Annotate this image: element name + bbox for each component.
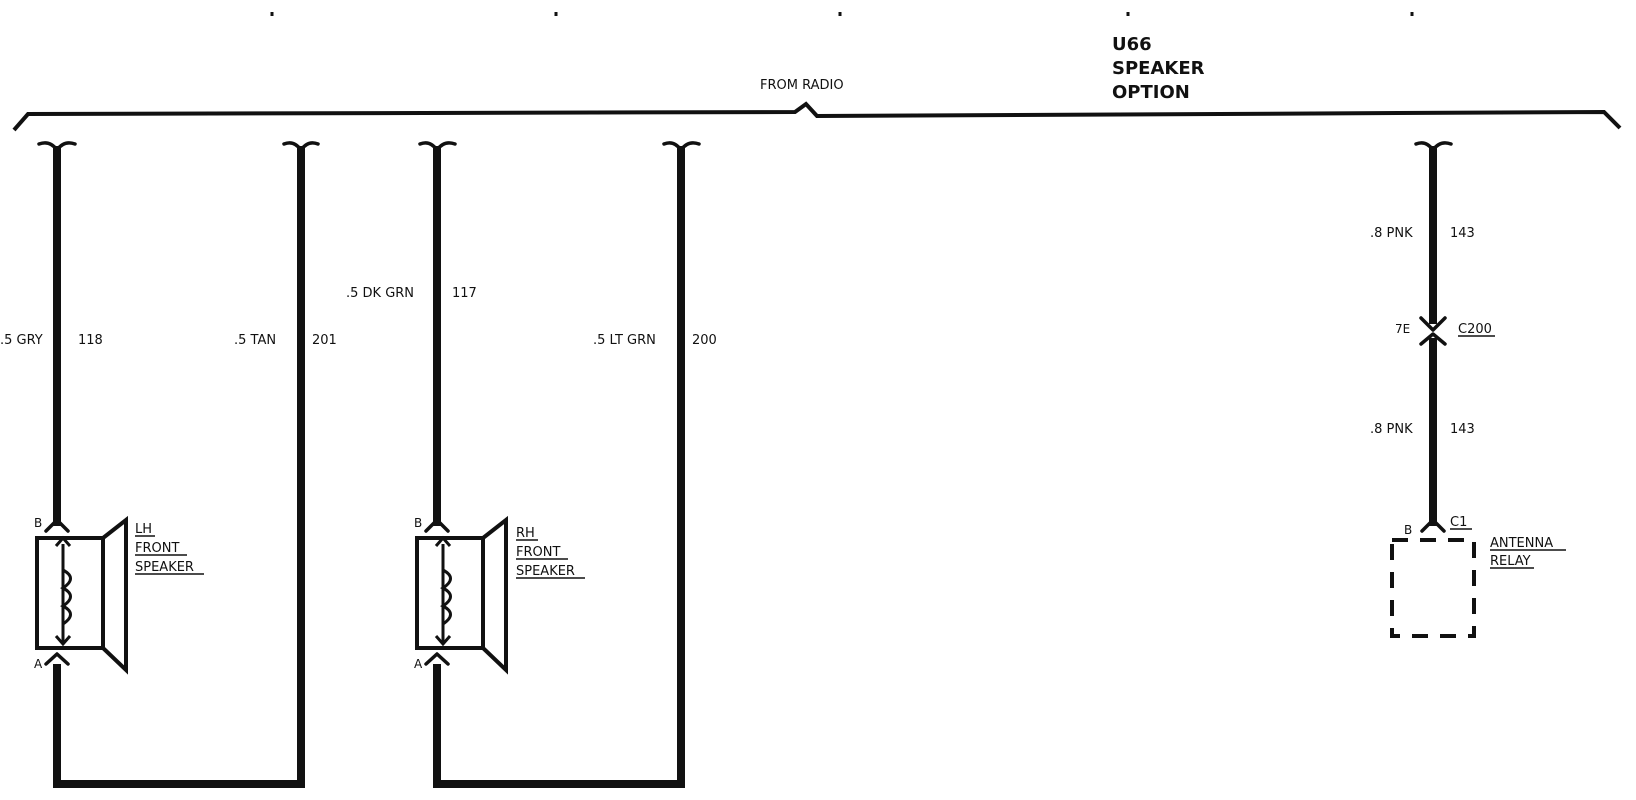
wire-label-ant-upper: .8 PNK (1370, 226, 1413, 241)
circuit-rh-b: 117 (452, 286, 477, 301)
wire-label-rh-b: .5 DK GRN (346, 286, 414, 301)
option-code: U66 (1112, 34, 1152, 55)
lh-speaker-label-2: FRONT (135, 541, 179, 556)
lh-speaker-label-3: SPEAKER (135, 560, 194, 575)
wire-label-lh-a: .5 TAN (234, 333, 276, 348)
antenna-relay (1390, 518, 1476, 638)
relay-connector: C1 (1450, 515, 1467, 530)
c200-pin: 7E (1395, 322, 1410, 336)
c200-connector (1419, 316, 1447, 346)
rh-speaker-label-2: FRONT (516, 545, 560, 560)
lh-speaker-label-1: LH (135, 522, 152, 537)
circuit-ant-lower: 143 (1450, 422, 1475, 437)
lh-pin-a: A (34, 657, 43, 671)
option-line1: SPEAKER (1112, 58, 1205, 79)
c200-name: C200 (1458, 322, 1492, 337)
from-radio-label: FROM RADIO (760, 78, 844, 93)
circuit-rh-a: 200 (692, 333, 717, 348)
rh-speaker-label-1: RH (516, 526, 535, 541)
antenna-relay-label-1: ANTENNA (1490, 536, 1553, 551)
radio-bracket (12, 101, 1622, 132)
rh-front-speaker (415, 515, 508, 675)
top-tick-marks (270, 12, 1414, 16)
relay-pin-b: B (1404, 523, 1412, 537)
antenna-relay-label-2: RELAY (1490, 554, 1531, 569)
lh-pin-b: B (34, 516, 42, 530)
wire-label-lh-b: .5 GRY (0, 333, 43, 348)
circuit-lh-a: 201 (312, 333, 337, 348)
rh-speaker-circuit (433, 146, 685, 788)
wire-terminals-top (37, 141, 1453, 152)
wire-label-rh-a: .5 LT GRN (593, 333, 656, 348)
rh-pin-b: B (414, 516, 422, 530)
lh-front-speaker (35, 515, 128, 675)
option-line2: OPTION (1112, 82, 1190, 103)
lh-speaker-circuit (53, 146, 305, 788)
rh-pin-a: A (414, 657, 423, 671)
circuit-lh-b: 118 (78, 333, 103, 348)
wire-label-ant-lower: .8 PNK (1370, 422, 1413, 437)
rh-speaker-label-3: SPEAKER (516, 564, 575, 579)
circuit-ant-upper: 143 (1450, 226, 1475, 241)
